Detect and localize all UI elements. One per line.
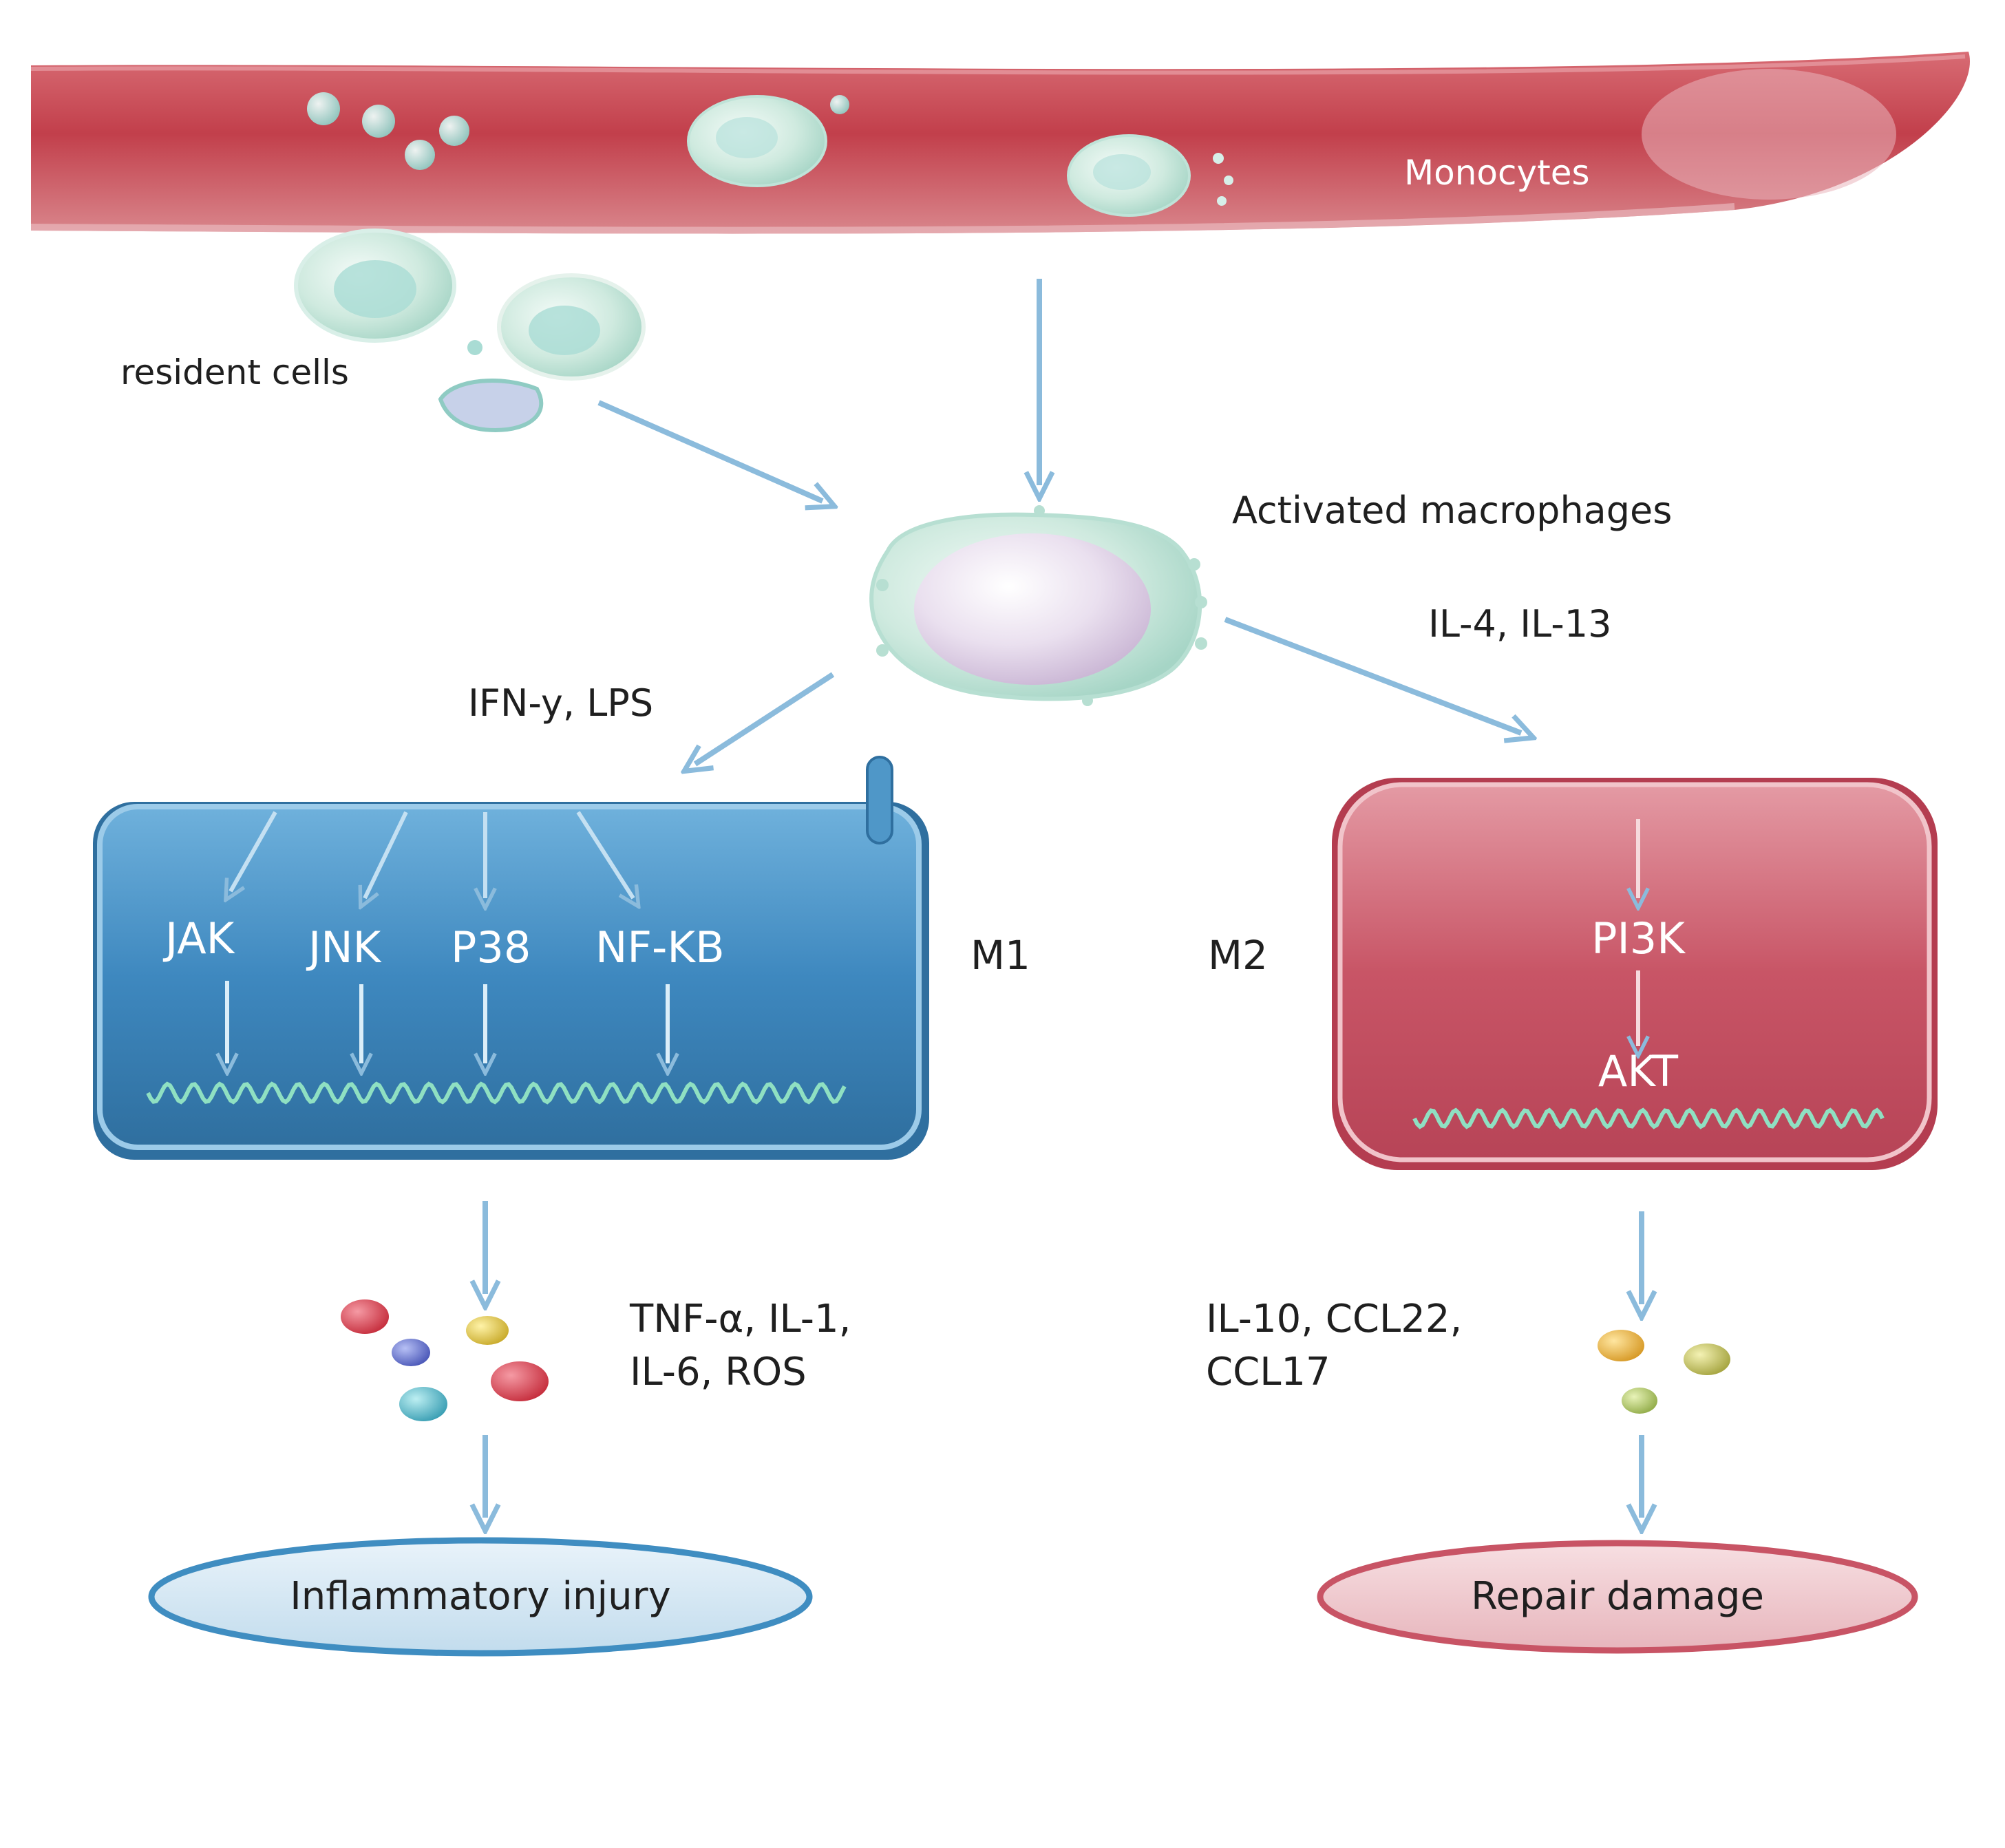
- m1-receptor: [866, 756, 893, 845]
- arrow-to-m1: [695, 672, 835, 764]
- m1-jnk-label: JNK: [306, 922, 382, 973]
- m1-stimuli-label: IFN-y, LPS: [468, 681, 653, 725]
- activated-macrophage-cell: [869, 505, 1207, 706]
- m2-stimuli-label: IL-4, IL-13: [1428, 602, 1612, 646]
- arrow-resident-to-macrophage: [597, 400, 823, 501]
- m1-dna-strand: [146, 1081, 847, 1105]
- monocytes-label: Monocytes: [1404, 153, 1590, 193]
- m1-p38-label: P38: [451, 922, 531, 973]
- inflammatory-injury-label: Inflammatory injury: [290, 1574, 670, 1619]
- inflammatory-injury-oval: [148, 1537, 813, 1657]
- m2-dna-strand: [1412, 1107, 1885, 1129]
- m1-jak-label: JAK: [162, 913, 235, 964]
- m2-outputs-line2: CCL17: [1206, 1350, 1330, 1394]
- arrow-to-m2: [1224, 617, 1521, 733]
- m2-macrophage-cell: [1332, 778, 1938, 1170]
- monocyte-cells: [307, 92, 1233, 217]
- activated-macrophages-label: Activated macrophages: [1232, 489, 1672, 532]
- m1-macrophage-cell: [93, 756, 929, 1160]
- m1-label: M1: [970, 932, 1030, 979]
- m1-cytokine-dots: [341, 1299, 549, 1421]
- m2-outputs-line1: IL-10, CCL22,: [1206, 1297, 1462, 1341]
- repair-damage-oval: [1317, 1540, 1918, 1654]
- m2-label: M2: [1208, 932, 1268, 979]
- m2-akt-label: AKT: [1598, 1046, 1679, 1096]
- vessel-wall-cell: [1642, 69, 1896, 200]
- repair-damage-label: Repair damage: [1471, 1574, 1764, 1619]
- m2-cytokine-dots: [1598, 1330, 1730, 1414]
- resident-cells-group: [294, 229, 646, 433]
- m1-outputs-line2: IL-6, ROS: [630, 1350, 807, 1394]
- blood-vessel: [30, 52, 1971, 234]
- m1-outputs-line1: TNF-α, IL-1,: [629, 1297, 851, 1341]
- resident-cells-label: resident cells: [120, 352, 349, 392]
- m1-nfkb-label: NF-KB: [595, 922, 725, 973]
- m2-pi3k-label: PI3K: [1591, 913, 1686, 964]
